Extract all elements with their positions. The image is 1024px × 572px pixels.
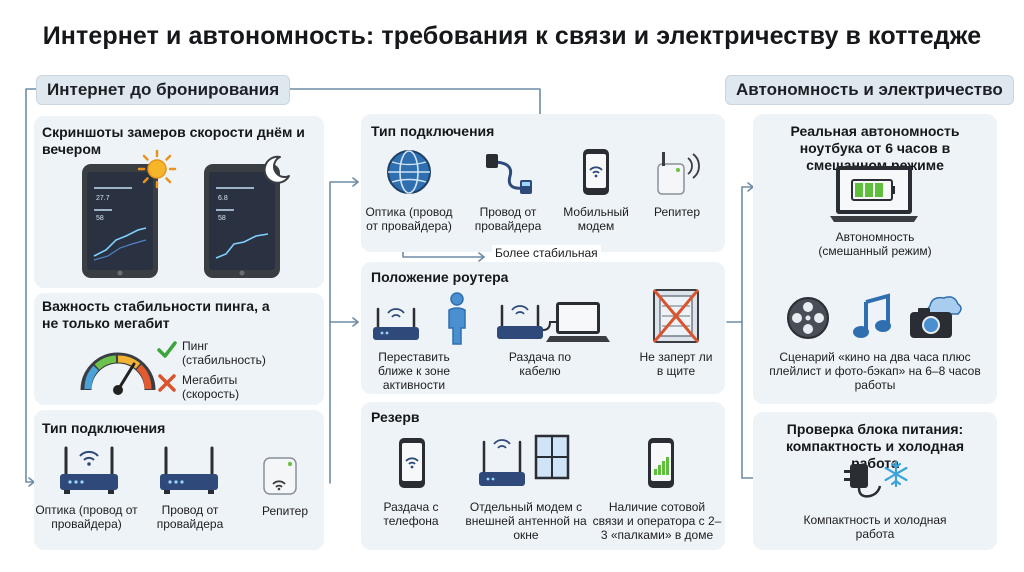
locked-cabinet-icon (652, 289, 700, 343)
section-header-internet: Интернет до бронирования (36, 75, 291, 105)
panel-title: Проверка блока питания: компактность и х… (785, 421, 965, 471)
phone-night-speed: 6.8 (218, 195, 228, 202)
panel-title: Тип подключения (371, 123, 495, 139)
music-note-icon (853, 293, 891, 338)
middle-type-wire: Провод от провайдера (474, 205, 542, 233)
power-supply-panel: Проверка блока питания: компактность и х… (753, 412, 997, 550)
autonomy-center-label: Автономность (смешанный режим) (818, 230, 932, 258)
reserve-item-modem: Отдельный модем с внешней антенной на ок… (465, 500, 587, 542)
section-header-autonomy: Автономность и электричество (725, 75, 1014, 105)
repeater-icon (263, 457, 297, 495)
panel-title: Тип подключения (42, 420, 166, 436)
phone-day-speed: 27.7 (96, 195, 110, 202)
ethernet-cable-icon (486, 154, 532, 194)
mbit-label: Мегабиты (скорость) (182, 373, 240, 401)
router-icon (60, 446, 118, 494)
middle-type-repeater: Репитер (653, 205, 701, 219)
battery-autonomy-panel: Реальная автономность ноутбука от 6 часо… (753, 114, 997, 404)
router-item-cabinet: Не заперт ли в щите (639, 350, 713, 378)
router-item-closer: Переставить ближе к зоне активности (378, 350, 450, 392)
panel-title: Положение роутера (371, 269, 509, 285)
type-item-repeater: Репитер (261, 504, 309, 518)
panel-title: Резерв (371, 409, 420, 425)
type-item-optics: Оптика (провод от провайдера) (35, 503, 138, 531)
cellular-signal-phone-icon (648, 438, 674, 488)
panel-title: Скриншоты замеров скорости днём и вечеро… (42, 124, 305, 157)
router-icon (160, 446, 218, 494)
router-item-cable: Раздача по кабелю (508, 350, 572, 378)
more-stable-note: Более стабильная (492, 245, 601, 261)
power-adapter-icon (844, 464, 882, 498)
panel-title: Важность стабильности пинга, а не только… (42, 298, 270, 331)
mobile-modem-icon (583, 149, 609, 195)
person-icon (448, 292, 466, 345)
gauge-icon (80, 352, 156, 395)
film-reel-icon (787, 297, 829, 339)
repeater-icon (657, 152, 700, 195)
moon-icon (263, 155, 290, 184)
page-title: Интернет и автономность: требования к св… (42, 22, 982, 50)
router-laptop-cable-icon (497, 302, 610, 342)
phone-night-icon (204, 164, 280, 278)
check-icon (157, 341, 177, 358)
globe-icon (387, 150, 431, 194)
phone-night-ping: 58 (218, 215, 226, 222)
cross-icon (158, 374, 176, 392)
modem-antenna-window-icon (479, 434, 570, 486)
speed-screenshots-panel: Скриншоты замеров скорости днём и вечеро… (34, 116, 324, 288)
type-item-wire: Провод от провайдера (156, 503, 224, 531)
sun-icon (137, 149, 177, 189)
reserve-item-cellular: Наличие сотовой связи и оператора с 2–3 … (592, 500, 722, 542)
middle-type-modem: Мобильный модем (563, 205, 629, 233)
ping-label: Пинг (стабильность) (182, 339, 266, 367)
middle-type-optics: Оптика (провод от провайдера) (365, 205, 453, 233)
phone-hotspot-icon (399, 438, 425, 488)
laptop-battery-icon (830, 166, 918, 222)
autonomy-scenario: Сценарий «кино на два часа плюс плейлист… (769, 350, 981, 392)
camera-cloud-icon (910, 296, 962, 338)
phone-day-icon (82, 164, 158, 278)
snowflake-icon (884, 460, 908, 488)
phone-day-ping: 58 (96, 215, 104, 222)
reserve-item-phone: Раздача с телефона (383, 500, 439, 528)
router-icon (373, 307, 419, 340)
psu-caption: Компактность и холодная работа (803, 513, 947, 541)
